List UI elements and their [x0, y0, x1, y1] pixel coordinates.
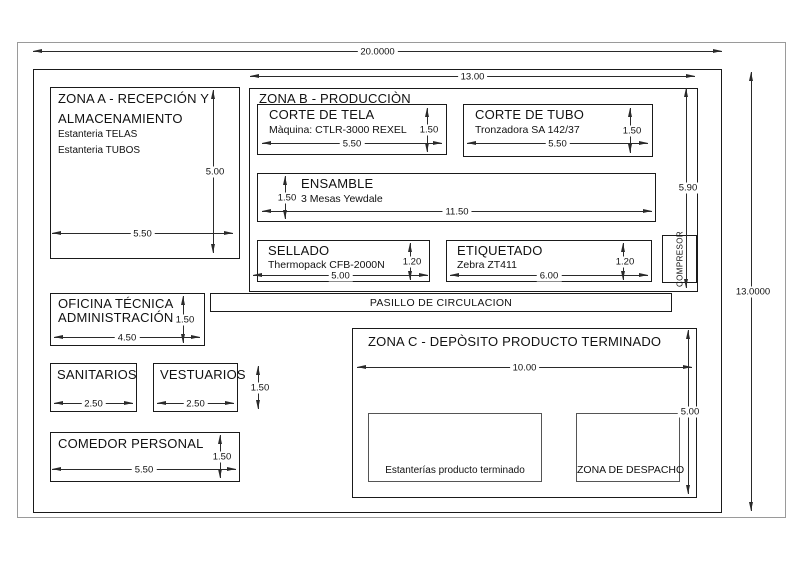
dim-ensamble-width-label: 11.50	[442, 206, 472, 218]
sheet-border	[17, 42, 786, 518]
estanterias-producto-terminado-area: Estanterías producto terminado	[368, 413, 542, 482]
dim-zona-c-width: 10.00	[357, 362, 692, 374]
dim-zona-a-height: 5.00	[202, 90, 228, 253]
dim-sellado-width-label: 5.00	[328, 270, 353, 282]
dim-corte-tubo-width: 5.50	[467, 138, 648, 150]
dim-oficina-height-label: 1.50	[172, 314, 198, 325]
zona-de-despacho-area: ZONA DE DESPACHO	[576, 413, 685, 482]
dim-sanitarios-width: 2.50	[54, 398, 133, 410]
pasillo-label: PASILLO DE CIRCULACION	[369, 296, 513, 309]
oficina-title-line1: OFICINA TÉCNICA	[58, 296, 174, 311]
dim-corte-tubo-width-label: 5.50	[545, 138, 570, 150]
dim-corte-tubo-height: 1.50	[619, 108, 645, 153]
dim-overall-height: 13.0000	[732, 72, 774, 511]
dim-zona-a-height-label: 5.00	[202, 166, 228, 177]
corte-de-tela-title: CORTE DE TELA	[269, 107, 375, 122]
zona-c-title: ZONA C - DEPÒSITO PRODUCTO TERMINADO	[368, 334, 662, 349]
vestuarios-title: VESTUARIOS	[160, 367, 246, 382]
zona-a-item-tubos: Estanteria TUBOS	[58, 145, 141, 156]
etiquetado-machine: Zebra ZT411	[457, 259, 517, 271]
dim-overall-width: 20.0000	[33, 46, 722, 58]
zona-a-title-line2: ALMACENAMIENTO	[58, 111, 183, 126]
dim-corte-tela-height-label: 1.50	[416, 124, 442, 136]
dim-zona-b-width-label: 13.00	[457, 71, 488, 83]
dim-comedor-height-label: 1.50	[209, 451, 235, 462]
dim-comedor-width: 5.50	[52, 464, 236, 476]
dim-oficina-width-label: 4.50	[114, 332, 140, 344]
dim-overall-width-label: 20.0000	[357, 46, 398, 58]
dim-sanitarios-width-label: 2.50	[81, 398, 106, 410]
dim-ensamble-width: 11.50	[262, 206, 652, 218]
dim-corte-tela-width: 5.50	[262, 138, 442, 150]
dim-vestuarios-width-label: 2.50	[183, 398, 208, 410]
corte-de-tela-room: CORTE DE TELA Màquina: CTLR-3000 REXEL	[257, 104, 447, 155]
compresor-label: COMPRESOR	[675, 230, 684, 288]
dim-oficina-height: 1.50	[172, 296, 198, 343]
dim-vestuarios-height-label: 1.50	[247, 382, 273, 393]
dim-ensamble-height-label: 1.50	[274, 192, 300, 203]
dim-sellado-height-label: 1.20	[399, 256, 425, 267]
dim-zona-a-width: 5.50	[52, 228, 233, 240]
etiquetado-title: ETIQUETADO	[457, 243, 543, 258]
ensamble-title: ENSAMBLE	[301, 176, 374, 191]
dim-comedor-height: 1.50	[209, 435, 235, 478]
dim-zona-b-width: 13.00	[250, 71, 695, 83]
zona-de-despacho-label: ZONA DE DESPACHO	[577, 464, 685, 476]
dim-zona-a-width-label: 5.50	[130, 228, 155, 240]
corte-de-tela-machine: Màquina: CTLR-3000 REXEL	[269, 124, 407, 136]
zona-a-title-line1: ZONA A - RECEPCIÓN Y	[58, 91, 210, 106]
sellado-title: SELLADO	[268, 243, 330, 258]
dim-etiquetado-width: 6.00	[450, 270, 648, 282]
dim-vestuarios-height: 1.50	[247, 366, 273, 409]
dim-etiquetado-height: 1.20	[612, 243, 638, 280]
sanitarios-title: SANITARIOS	[57, 367, 137, 382]
dim-sellado-height: 1.20	[399, 243, 425, 280]
sellado-machine: Thermopack CFB-2000N	[268, 259, 385, 271]
dim-comedor-width-label: 5.50	[131, 464, 157, 476]
oficina-title-line2: ADMINISTRACIÓN	[58, 310, 174, 325]
dim-sellado-width: 5.00	[253, 270, 428, 282]
dim-overall-height-label: 13.0000	[732, 286, 774, 297]
dim-zona-b-height: 5.90	[675, 88, 701, 288]
dim-vestuarios-width: 2.50	[157, 398, 234, 410]
ensamble-machine: 3 Mesas Yewdale	[301, 193, 383, 205]
compresor-room: COMPRESOR	[662, 231, 697, 287]
zona-b-title: ZONA B - PRODUCCIÒN	[259, 91, 411, 106]
dim-zona-c-height-label: 5.00	[677, 406, 703, 418]
estanterias-producto-terminado-label: Estanterías producto terminado	[385, 465, 525, 476]
dim-zona-c-height: 5.00	[677, 330, 703, 494]
dim-zona-c-width-label: 10.00	[509, 362, 540, 374]
dim-etiquetado-height-label: 1.20	[612, 256, 638, 267]
zona-a-item-telas: Estanteria TELAS	[58, 129, 138, 140]
corte-de-tubo-title: CORTE DE TUBO	[475, 107, 585, 122]
dim-zona-b-height-label: 5.90	[675, 182, 701, 194]
dim-oficina-width: 4.50	[54, 332, 200, 344]
corte-de-tubo-machine: Tronzadora SA 142/37	[475, 124, 580, 136]
dim-corte-tela-width-label: 5.50	[339, 138, 365, 150]
plant-outline	[33, 69, 722, 513]
comedor-title: COMEDOR PERSONAL	[58, 436, 204, 451]
dim-corte-tubo-height-label: 1.50	[619, 125, 645, 136]
dim-ensamble-height: 1.50	[274, 176, 300, 219]
pasillo-room: PASILLO DE CIRCULACION	[210, 293, 672, 312]
dim-corte-tela-height: 1.50	[416, 108, 442, 152]
dim-etiquetado-width-label: 6.00	[536, 270, 562, 282]
